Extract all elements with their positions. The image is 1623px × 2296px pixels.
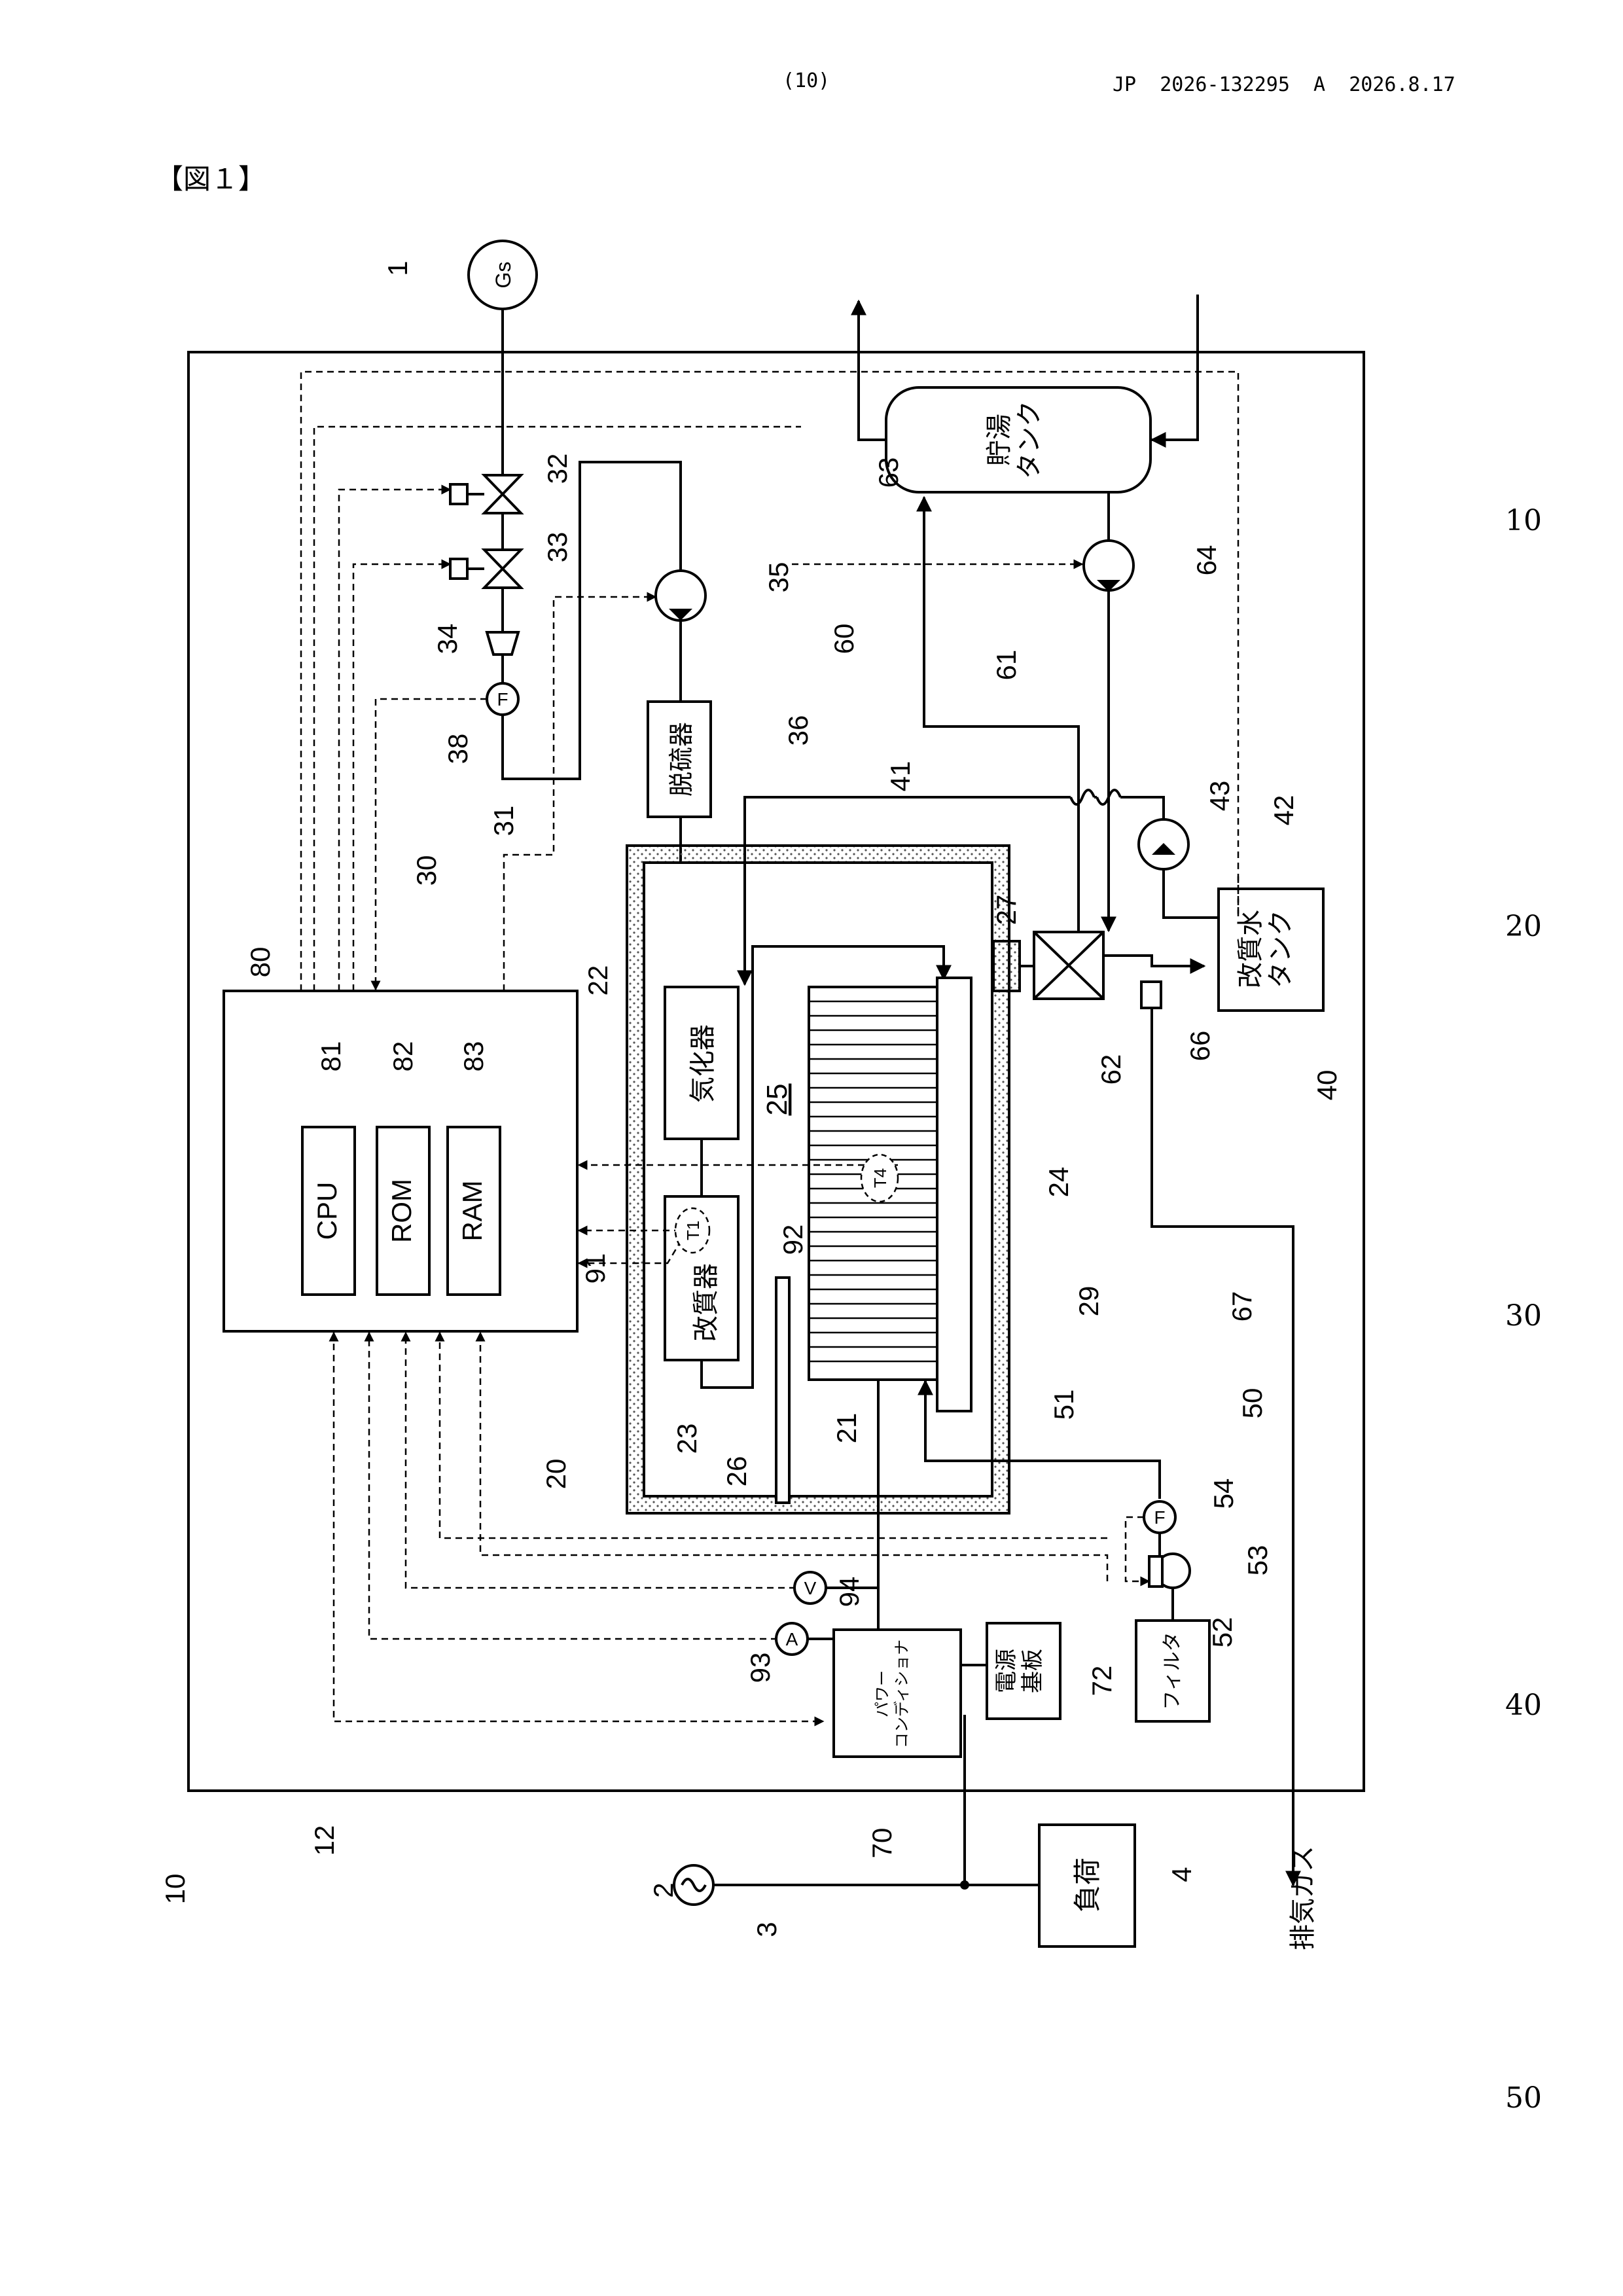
air-manifold bbox=[937, 978, 971, 1411]
ref-num: 81 bbox=[315, 1041, 346, 1072]
condensate-trap bbox=[1141, 982, 1161, 1008]
ref-num: 94 bbox=[834, 1577, 865, 1607]
ref-num: 61 bbox=[991, 650, 1022, 681]
ref-num: 41 bbox=[885, 761, 916, 792]
ref-num: 31 bbox=[488, 806, 519, 836]
valve-32 bbox=[450, 475, 521, 513]
gas-source-label: Gs bbox=[491, 262, 515, 289]
ref-num: 34 bbox=[432, 624, 463, 655]
ref-num: 23 bbox=[671, 1424, 702, 1454]
ref-num: 1 bbox=[382, 260, 413, 276]
ref-num: 80 bbox=[245, 947, 276, 978]
voltmeter-label: V bbox=[804, 1578, 817, 1598]
ref-num: 42 bbox=[1268, 795, 1299, 826]
ref-num: 36 bbox=[783, 715, 813, 746]
ref-num: 30 bbox=[411, 855, 442, 886]
ammeter-label: A bbox=[786, 1629, 798, 1649]
ref-num: 24 bbox=[1043, 1167, 1074, 1198]
desulfurizer-label: 脱硫器 bbox=[668, 722, 696, 797]
power-conditioner-text: コンディショナ bbox=[893, 1640, 911, 1748]
reform-water-tank-text: タンク bbox=[1266, 910, 1295, 988]
cpu-label: CPU bbox=[312, 1182, 342, 1240]
power-board-text: 電源 bbox=[994, 1649, 1019, 1693]
ref-num: 3 bbox=[751, 1922, 782, 1937]
reformer-label: 改質器 bbox=[692, 1263, 721, 1342]
ref-num: 33 bbox=[542, 532, 573, 563]
ref-num: 51 bbox=[1048, 1390, 1079, 1420]
ref-num: 63 bbox=[873, 457, 904, 488]
ref-num: 82 bbox=[387, 1041, 418, 1072]
air-filter-label: フィルタ bbox=[1162, 1632, 1183, 1710]
rom-label: ROM bbox=[386, 1179, 417, 1243]
hot-water-tank-text: 貯湯 bbox=[985, 414, 1014, 466]
ref-num: 50 bbox=[1237, 1388, 1268, 1419]
ref-num: 22 bbox=[582, 965, 613, 996]
valve-33 bbox=[450, 550, 521, 588]
gas-flow-meter-label: F bbox=[497, 689, 508, 709]
ref-num: 83 bbox=[458, 1041, 489, 1072]
ref-num: 2 bbox=[648, 1882, 679, 1897]
ref-num: 62 bbox=[1096, 1054, 1126, 1085]
ref-num: 70 bbox=[866, 1828, 897, 1859]
regulator bbox=[487, 632, 518, 655]
ref-num: 29 bbox=[1073, 1286, 1104, 1317]
ref-num: 21 bbox=[831, 1413, 862, 1444]
exhaust-gas-label: 排気ガス bbox=[1289, 1846, 1317, 1950]
vaporizer-label: 気化器 bbox=[688, 1024, 717, 1103]
ref-num: 52 bbox=[1207, 1617, 1238, 1648]
ref-num: 53 bbox=[1242, 1545, 1273, 1576]
ref-num: 4 bbox=[1166, 1867, 1197, 1882]
power-conditioner-text: パワー bbox=[874, 1670, 891, 1717]
ref-num: 27 bbox=[991, 895, 1022, 925]
exhaust-line bbox=[1152, 1008, 1293, 1885]
reform-water-tank-text: 改質水 bbox=[1236, 910, 1265, 988]
ref-num: 91 bbox=[580, 1253, 611, 1284]
ref-num: 38 bbox=[442, 734, 473, 764]
sensor-t1-label: T1 bbox=[683, 1221, 703, 1240]
ref-num: 60 bbox=[829, 624, 859, 655]
ref-num: 66 bbox=[1185, 1031, 1215, 1062]
ref-num: 26 bbox=[721, 1456, 752, 1487]
ram-label: RAM bbox=[457, 1180, 488, 1241]
ref-num: 54 bbox=[1208, 1479, 1239, 1509]
ref-num: 32 bbox=[542, 454, 573, 484]
exhaust-outlet-27 bbox=[993, 941, 1020, 991]
stack-number: 25 bbox=[761, 1084, 793, 1116]
sensor-t4-label: T4 bbox=[870, 1168, 890, 1188]
ref-num: 92 bbox=[777, 1225, 808, 1255]
ref-num: 93 bbox=[745, 1653, 776, 1683]
ref-num: 40 bbox=[1311, 1070, 1342, 1101]
air-flow-meter-label: F bbox=[1154, 1507, 1165, 1528]
ref-num: 20 bbox=[541, 1459, 571, 1490]
load-label: 負荷 bbox=[1072, 1857, 1103, 1912]
power-board-text: 基板 bbox=[1020, 1649, 1045, 1693]
ref-num: 35 bbox=[763, 562, 794, 593]
ref-num: 67 bbox=[1226, 1291, 1257, 1322]
ref-num: 43 bbox=[1204, 781, 1235, 812]
ref-num: 10 bbox=[160, 1874, 190, 1905]
igniter bbox=[776, 1278, 789, 1503]
hot-water-tank-text: タンク bbox=[1015, 401, 1044, 479]
ref-num: 12 bbox=[309, 1825, 340, 1856]
ref-num: 64 bbox=[1191, 545, 1222, 576]
ref-num: 72 bbox=[1086, 1666, 1117, 1696]
